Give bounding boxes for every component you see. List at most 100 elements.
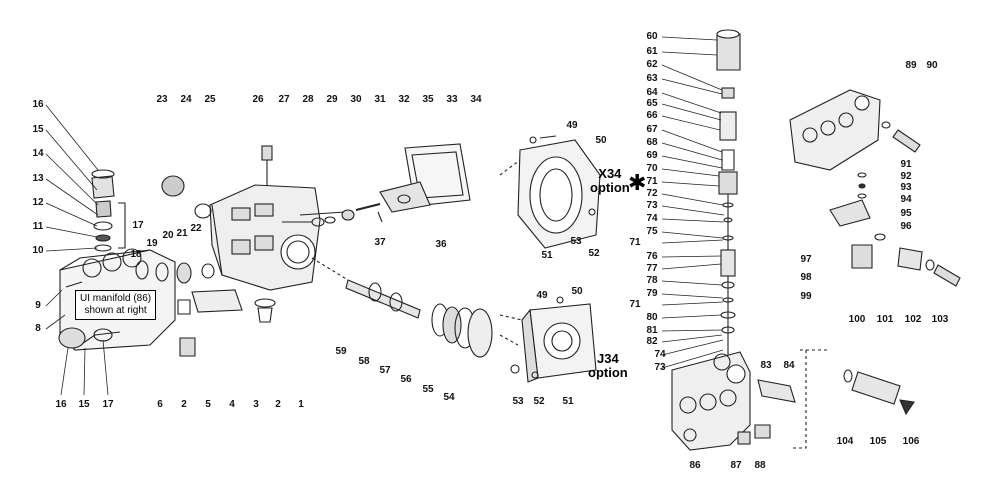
- part-number-label: 30: [350, 94, 362, 105]
- valve-stack: [716, 29, 741, 355]
- part-number-label: 66: [646, 110, 658, 121]
- part-number-label: 105: [869, 436, 887, 447]
- part-number-label: 71: [646, 176, 658, 187]
- part-number-label: 4: [229, 399, 235, 410]
- x34-option-label: X34 option: [590, 167, 630, 194]
- part-number-label: 37: [374, 237, 386, 248]
- part-number-label: 19: [146, 238, 158, 249]
- part-number-label: 3: [253, 399, 259, 410]
- part-number-label: 58: [358, 356, 370, 367]
- part-number-label: 79: [646, 288, 658, 299]
- note-line-1: UI manifold (86): [80, 293, 152, 304]
- part-number-label: 50: [595, 135, 607, 146]
- part-number-label: 1: [298, 399, 304, 410]
- part-number-label: 52: [588, 248, 600, 259]
- part-number-label: 88: [754, 460, 766, 471]
- part-number-label: 33: [446, 94, 458, 105]
- part-number-label: 68: [646, 137, 658, 148]
- part-number-label: 26: [252, 94, 264, 105]
- part-number-label: 59: [335, 346, 347, 357]
- part-number-label: 97: [800, 254, 812, 265]
- part-number-label: 34: [470, 94, 482, 105]
- part-number-label: 101: [876, 314, 894, 325]
- part-number-label: 92: [900, 171, 912, 182]
- part-number-label: 63: [646, 73, 658, 84]
- part-number-label: 5: [205, 399, 211, 410]
- part-number-label: 73: [646, 200, 658, 211]
- part-number-label: 49: [566, 120, 578, 131]
- part-number-label: 15: [32, 124, 44, 135]
- part-number-label: 104: [836, 436, 854, 447]
- leader-lines-left: [45, 104, 109, 396]
- j34-flange: [499, 296, 597, 383]
- part-number-label: 90: [926, 60, 938, 71]
- part-number-label: 31: [374, 94, 386, 105]
- part-number-label: 10: [32, 245, 44, 256]
- part-number-label: 73: [654, 362, 666, 373]
- part-number-label: 67: [646, 124, 658, 135]
- part-number-label: 72: [646, 188, 658, 199]
- part-number-label: 89: [905, 60, 917, 71]
- leader-lines-center: [661, 36, 725, 369]
- part-number-label: 32: [398, 94, 410, 105]
- part-number-label: 94: [900, 194, 912, 205]
- part-number-label: 23: [156, 94, 168, 105]
- asterisk-mark: ✱: [628, 171, 647, 196]
- part-number-label: 17: [132, 220, 144, 231]
- parts-cluster-crankcase: [135, 143, 471, 357]
- part-number-label: 49: [536, 290, 548, 301]
- part-number-label: 84: [783, 360, 795, 371]
- part-number-label: 21: [176, 228, 188, 239]
- part-number-label: 96: [900, 221, 912, 232]
- part-number-label: 16: [55, 399, 67, 410]
- part-number-label: 51: [562, 396, 574, 407]
- part-number-label: 20: [162, 230, 174, 241]
- manifold-note: UI manifold (86) shown at right: [75, 290, 157, 320]
- part-number-label: 29: [326, 94, 338, 105]
- part-number-label: 62: [646, 59, 658, 70]
- part-number-label: 64: [646, 87, 658, 98]
- part-number-label: 87: [730, 460, 742, 471]
- part-number-label: 24: [180, 94, 192, 105]
- part-number-label: 15: [78, 399, 90, 410]
- part-number-label: 55: [422, 384, 434, 395]
- right-manifold: [789, 89, 961, 287]
- part-number-label: 35: [422, 94, 434, 105]
- part-number-label: 6: [157, 399, 163, 410]
- part-number-label: 69: [646, 150, 658, 161]
- part-number-label: 8: [35, 323, 41, 334]
- manifold-86: [671, 349, 830, 451]
- part-number-label: 99: [800, 291, 812, 302]
- part-number-label: 57: [379, 365, 391, 376]
- part-number-label: 61: [646, 46, 658, 57]
- part-number-label: 70: [646, 163, 658, 174]
- part-number-label: 102: [904, 314, 922, 325]
- part-number-label: 56: [400, 374, 412, 385]
- note-line-2: shown at right: [84, 305, 147, 316]
- part-number-label: 78: [646, 275, 658, 286]
- part-number-label: 95: [900, 208, 912, 219]
- part-number-label: 9: [35, 300, 41, 311]
- part-number-label: 71: [629, 237, 641, 248]
- part-number-label: 14: [32, 148, 44, 159]
- part-number-label: 17: [102, 399, 114, 410]
- part-number-label: 28: [302, 94, 314, 105]
- part-number-label: 103: [931, 314, 949, 325]
- part-number-label: 74: [646, 213, 658, 224]
- part-number-label: 12: [32, 197, 44, 208]
- part-number-label: 18: [130, 249, 142, 260]
- part-number-label: 98: [800, 272, 812, 283]
- j34-option-label: J34 option: [588, 352, 628, 379]
- part-number-label: 50: [571, 286, 583, 297]
- part-number-label: 53: [512, 396, 524, 407]
- part-number-label: 91: [900, 159, 912, 170]
- part-number-label: 2: [275, 399, 281, 410]
- part-number-label: 106: [902, 436, 920, 447]
- part-number-label: 27: [278, 94, 290, 105]
- part-number-label: 80: [646, 312, 658, 323]
- x34-flange: [499, 135, 601, 249]
- part-number-label: 76: [646, 251, 658, 262]
- camshaft-assembly: [311, 257, 519, 358]
- part-number-label: 83: [760, 360, 772, 371]
